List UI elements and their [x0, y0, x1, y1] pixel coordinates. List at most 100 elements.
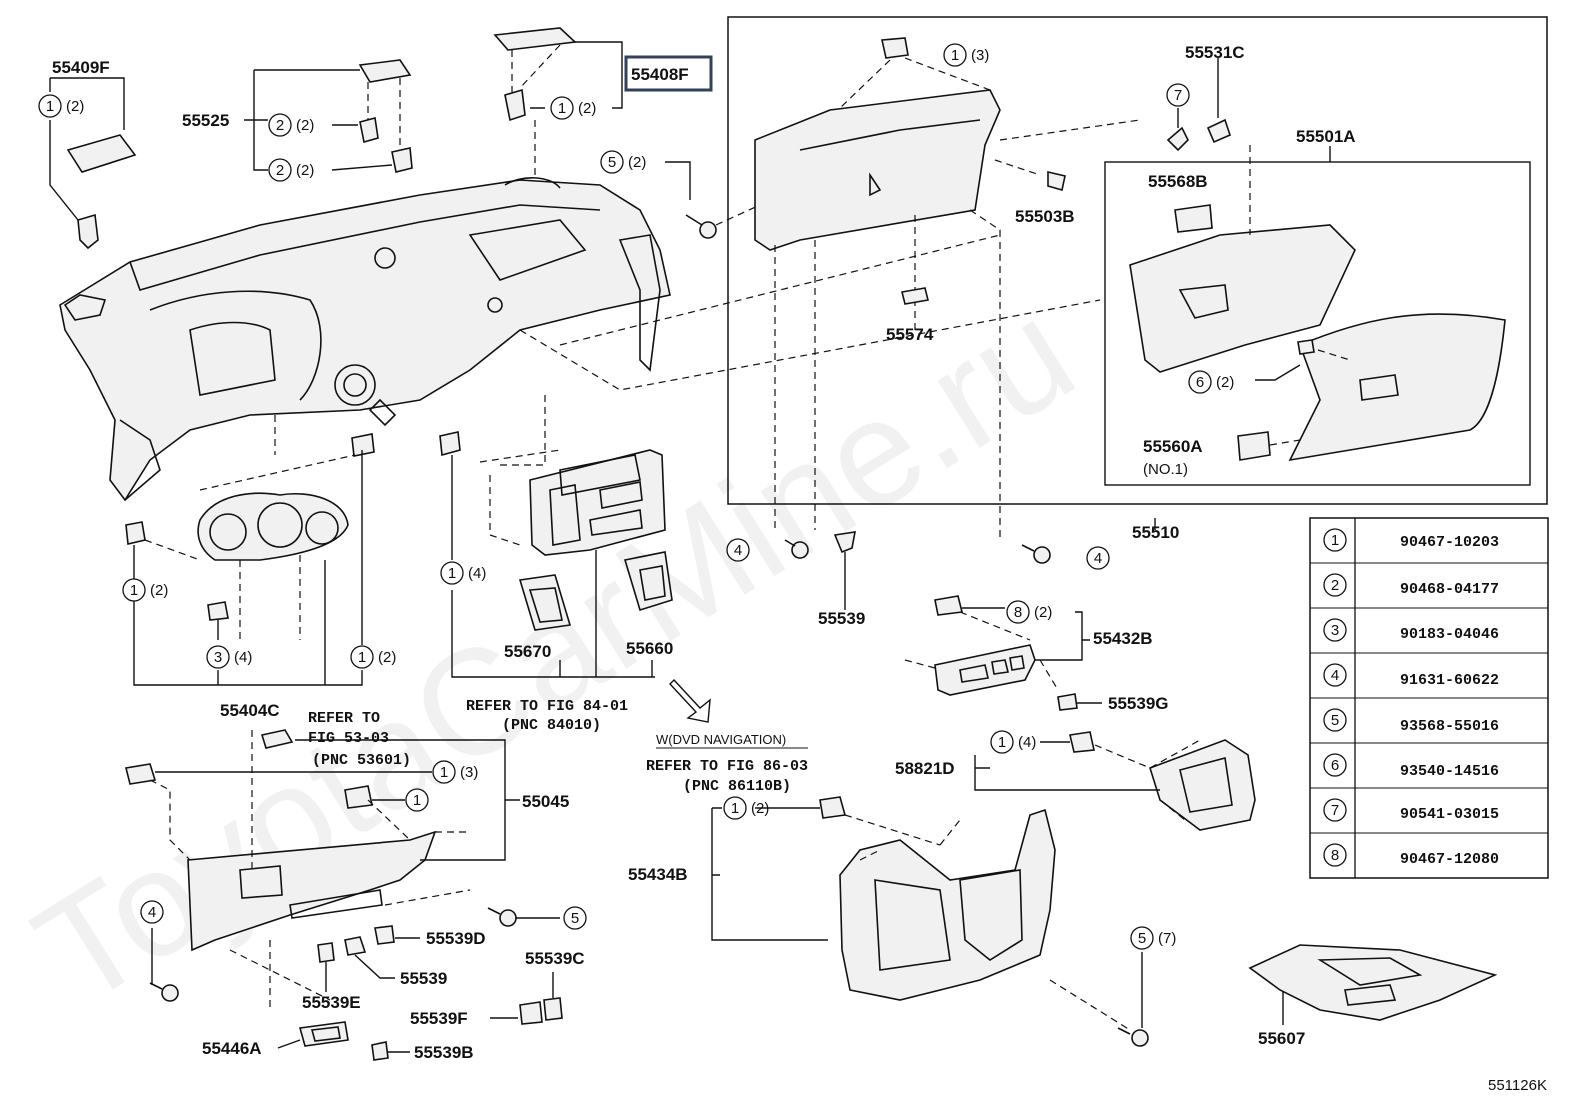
- callout-12: 3 (4): [206, 645, 252, 669]
- callout-14: 1(4): [440, 561, 486, 585]
- label-55434B: 55434B: [628, 865, 688, 884]
- svg-text:90468-04177: 90468-04177: [1400, 581, 1499, 598]
- ref-53-line3: (PNC 53601): [312, 752, 411, 769]
- svg-text:(2): (2): [296, 162, 314, 179]
- svg-text:1: 1: [998, 734, 1006, 751]
- callout-22: 5 (7): [1130, 926, 1176, 950]
- callout-19: 1 (2): [723, 796, 769, 820]
- svg-text:1: 1: [46, 98, 54, 115]
- callout-4: 1(2): [550, 96, 596, 120]
- svg-text:90183-04046: 90183-04046: [1400, 626, 1499, 643]
- ref-86-line2: (PNC 86110B): [683, 778, 791, 795]
- svg-text:1: 1: [448, 565, 456, 582]
- glovebox-sub-box: [1104, 161, 1531, 486]
- table-row: 8 90467-12080: [1323, 843, 1499, 868]
- label-55539G: 55539G: [1108, 694, 1169, 713]
- callout-17: 1(3): [432, 760, 478, 784]
- callout-10: 4: [1086, 546, 1110, 570]
- label-55539D: 55539D: [426, 929, 486, 948]
- svg-text:93540-14516: 93540-14516: [1400, 763, 1499, 780]
- label-55432B: 55432B: [1093, 629, 1153, 648]
- label-55531C: 55531C: [1185, 43, 1245, 62]
- bolt-4-drawing: [784, 518, 1156, 610]
- svg-text:2: 2: [1331, 577, 1339, 594]
- table-row: 3 90183-04046: [1323, 618, 1499, 643]
- switch-panel-drawing: [904, 595, 1102, 711]
- svg-text:3: 3: [1331, 622, 1339, 639]
- svg-text:7: 7: [1174, 87, 1182, 104]
- svg-text:1: 1: [731, 800, 739, 817]
- table-row: 6 93540-14516: [1323, 753, 1499, 780]
- ref-84-line1: REFER TO FIG 84-01: [466, 698, 628, 715]
- label-55560A: 55560A: [1143, 437, 1203, 456]
- svg-text:93568-55016: 93568-55016: [1400, 718, 1499, 735]
- label-55560A-note: (NO.1): [1143, 461, 1188, 478]
- label-55660: 55660: [626, 639, 673, 658]
- svg-text:4: 4: [1331, 667, 1339, 684]
- callout-16: 1 (4): [990, 730, 1036, 754]
- label-55670: 55670: [504, 642, 551, 661]
- svg-text:5: 5: [1138, 930, 1146, 947]
- svg-text:(2): (2): [751, 800, 769, 817]
- svg-text:(3): (3): [971, 47, 989, 64]
- svg-text:(2): (2): [378, 649, 396, 666]
- callout-5: 5 (2): [600, 150, 646, 174]
- label-55404C: 55404C: [220, 701, 280, 720]
- svg-text:(2): (2): [66, 98, 84, 115]
- svg-text:(2): (2): [150, 582, 168, 599]
- label-58821D: 58821D: [895, 759, 955, 778]
- view-arrow: [669, 678, 711, 723]
- svg-text:90541-03015: 90541-03015: [1400, 806, 1499, 823]
- svg-text:(2): (2): [1216, 374, 1234, 391]
- table-row: 4 91631-60622: [1323, 663, 1499, 689]
- svg-text:6: 6: [1331, 757, 1339, 774]
- callouts: 1(2) 2(2) 2(2) 1(2) 5(2) 1(3) 7 6(2) 4 4…: [38, 43, 1234, 950]
- svg-text:(2): (2): [296, 117, 314, 134]
- console-drawing: [711, 796, 1149, 1047]
- svg-text:91631-60622: 91631-60622: [1400, 672, 1499, 689]
- ref-84-line2: (PNC 84010): [502, 717, 601, 734]
- callout-1: 1 (2): [38, 94, 84, 118]
- svg-text:2: 2: [276, 162, 284, 179]
- svg-text:1: 1: [558, 100, 566, 117]
- label-55409F: 55409F: [52, 58, 110, 77]
- svg-text:(4): (4): [1018, 734, 1036, 751]
- svg-text:(7): (7): [1158, 930, 1176, 947]
- label-55408F: 55408F: [631, 65, 689, 84]
- svg-text:8: 8: [1331, 847, 1339, 864]
- bezel-58821D-drawing: [974, 731, 1256, 831]
- svg-text:1: 1: [951, 47, 959, 64]
- svg-text:1: 1: [440, 764, 448, 781]
- callout-11: 1(2): [122, 578, 168, 602]
- callout-7: 7: [1166, 83, 1190, 107]
- svg-text:5: 5: [608, 154, 616, 171]
- ref-86-line1: REFER TO FIG 86-03: [646, 758, 808, 775]
- part-labels: 55409F 55525 55408F 55501A 55531C 55568B…: [52, 43, 1356, 1062]
- svg-text:4: 4: [1094, 550, 1102, 567]
- svg-text:3: 3: [214, 649, 222, 666]
- svg-text:90467-10203: 90467-10203: [1400, 534, 1499, 551]
- glovebox-housing-drawing: [519, 37, 1231, 540]
- glovebox-door-drawing: [1129, 145, 1506, 462]
- svg-text:6: 6: [1196, 374, 1204, 391]
- ref-53-line1: REFER TO: [308, 710, 380, 727]
- svg-text:90467-12080: 90467-12080: [1400, 851, 1499, 868]
- callout-9: 4: [726, 538, 750, 562]
- lower-panel-drawing: [125, 729, 563, 1061]
- part-55408F-drawing: [493, 27, 713, 180]
- ref-53-line2: FIG 53-03: [308, 730, 389, 747]
- highlight-box: [624, 55, 713, 92]
- label-55539: 55539: [818, 609, 865, 628]
- table-row: 2 90468-04177: [1323, 573, 1499, 598]
- svg-text:(2): (2): [628, 154, 646, 171]
- instrument-panel-drawing: [59, 177, 671, 502]
- svg-text:(4): (4): [234, 649, 252, 666]
- center-cluster-drawing: [439, 431, 673, 678]
- part-55409F-drawing: [49, 77, 137, 250]
- callout-20: 4: [140, 900, 164, 924]
- svg-text:1: 1: [358, 649, 366, 666]
